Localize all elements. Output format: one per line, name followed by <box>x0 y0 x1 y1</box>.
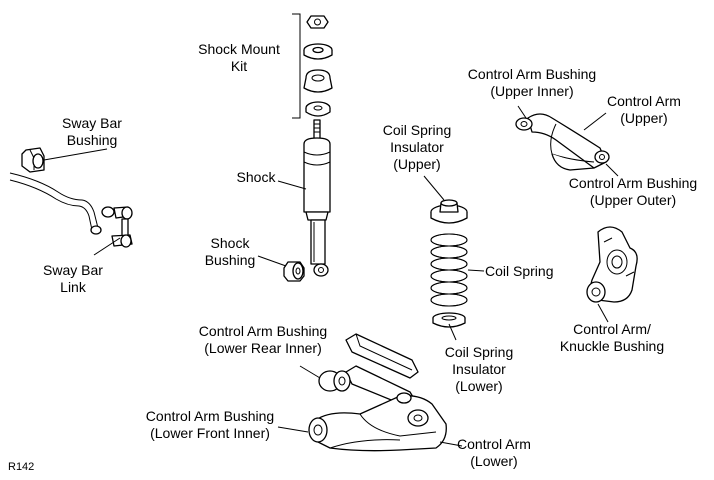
label-control-arm-bushing-upper-inner: Control Arm Bushing (Upper Inner) <box>458 66 606 100</box>
label-control-arm-lower: Control Arm (Lower) <box>450 436 538 470</box>
label-control-arm-knuckle-bushing: Control Arm/ Knuckle Bushing <box>550 321 674 355</box>
label-coil-spring-insulator-upper-line-1: Coil Spring <box>382 122 452 138</box>
figure-code: R142 <box>8 461 35 473</box>
sway-bar-link-drawing <box>101 206 133 248</box>
label-sway-bar-link-line-2: Link <box>60 279 86 295</box>
label-shock-bushing: Shock Bushing <box>200 235 260 269</box>
label-coil-spring-insulator-lower-line-1: Coil Spring <box>444 344 514 360</box>
label-coil-spring-line-1: Coil Spring <box>485 263 554 279</box>
leader-lines <box>43 105 619 447</box>
label-sway-bar-bushing-line-1: Sway Bar <box>62 115 122 131</box>
shock-mount-kit-drawing <box>292 13 333 119</box>
label-sway-bar-bushing: Sway Bar Bushing <box>54 115 130 149</box>
label-control-arm-bushing-upper-inner-line-2: (Upper Inner) <box>490 83 574 99</box>
label-control-arm-bushing-upper-inner-line-1: Control Arm Bushing <box>467 66 597 82</box>
label-shock-mount-kit-line-1: Shock Mount <box>198 41 280 57</box>
label-shock-bushing-line-1: Shock <box>210 235 250 251</box>
label-coil-spring: Coil Spring <box>485 263 565 280</box>
label-sway-bar-link-line-1: Sway Bar <box>43 262 103 278</box>
label-shock-bushing-line-2: Bushing <box>204 252 256 268</box>
label-control-arm-bushing-lower-front-inner-line-1: Control Arm Bushing <box>145 408 275 424</box>
label-control-arm-bushing-upper-outer-line-1: Control Arm Bushing <box>568 175 698 191</box>
knuckle-drawing <box>586 226 638 303</box>
label-control-arm-bushing-lower-rear-inner: Control Arm Bushing (Lower Rear Inner) <box>188 323 338 357</box>
control-arm-upper-drawing <box>515 113 610 171</box>
label-control-arm-bushing-upper-outer: Control Arm Bushing (Upper Outer) <box>558 175 708 209</box>
control-arm-lower-drawing <box>308 333 447 452</box>
label-control-arm-lower-line-2: (Lower) <box>470 453 518 469</box>
label-control-arm-knuckle-bushing-line-1: Control Arm/ <box>573 321 651 337</box>
label-control-arm-bushing-lower-front-inner-line-2: (Lower Front Inner) <box>150 425 270 441</box>
label-shock: Shock <box>232 169 280 186</box>
label-control-arm-knuckle-bushing-line-2: Knuckle Bushing <box>559 338 665 354</box>
label-control-arm-lower-line-1: Control Arm <box>457 436 531 452</box>
label-control-arm-bushing-lower-front-inner: Control Arm Bushing (Lower Front Inner) <box>135 408 285 442</box>
label-coil-spring-insulator-lower-line-2: Insulator <box>452 361 506 377</box>
label-coil-spring-insulator-lower-line-3: (Lower) <box>455 378 503 394</box>
label-coil-spring-insulator-upper-line-2: Insulator <box>390 139 444 155</box>
sway-bar-drawing <box>9 172 102 235</box>
sway-bar-bushing-drawing <box>21 147 45 173</box>
label-coil-spring-insulator-upper-line-3: (Upper) <box>393 156 441 172</box>
label-control-arm-upper-line-1: Control Arm <box>607 93 681 109</box>
label-control-arm-bushing-lower-rear-inner-line-1: Control Arm Bushing <box>198 323 328 339</box>
label-shock-mount-kit-line-2: Kit <box>230 58 248 74</box>
label-shock-mount-kit: Shock Mount Kit <box>193 41 285 75</box>
coil-spring-insulator-lower-drawing <box>432 312 466 328</box>
label-control-arm-upper-line-2: (Upper) <box>620 110 668 126</box>
coil-spring-insulator-upper-drawing <box>430 199 468 224</box>
label-control-arm-bushing-lower-rear-inner-line-2: (Lower Rear Inner) <box>204 340 322 356</box>
label-sway-bar-bushing-line-2: Bushing <box>66 132 118 148</box>
label-control-arm-bushing-upper-outer-line-2: (Upper Outer) <box>589 192 677 208</box>
label-shock-line-1: Shock <box>236 169 276 185</box>
label-coil-spring-insulator-lower: Coil Spring Insulator (Lower) <box>436 344 522 395</box>
coil-spring-drawing <box>430 233 468 307</box>
shock-drawing <box>303 119 331 277</box>
label-sway-bar-link: Sway Bar Link <box>35 262 111 296</box>
label-control-arm-upper: Control Arm (Upper) <box>596 93 692 127</box>
label-coil-spring-insulator-upper: Coil Spring Insulator (Upper) <box>374 122 460 173</box>
shock-bushing-drawing <box>283 261 305 282</box>
